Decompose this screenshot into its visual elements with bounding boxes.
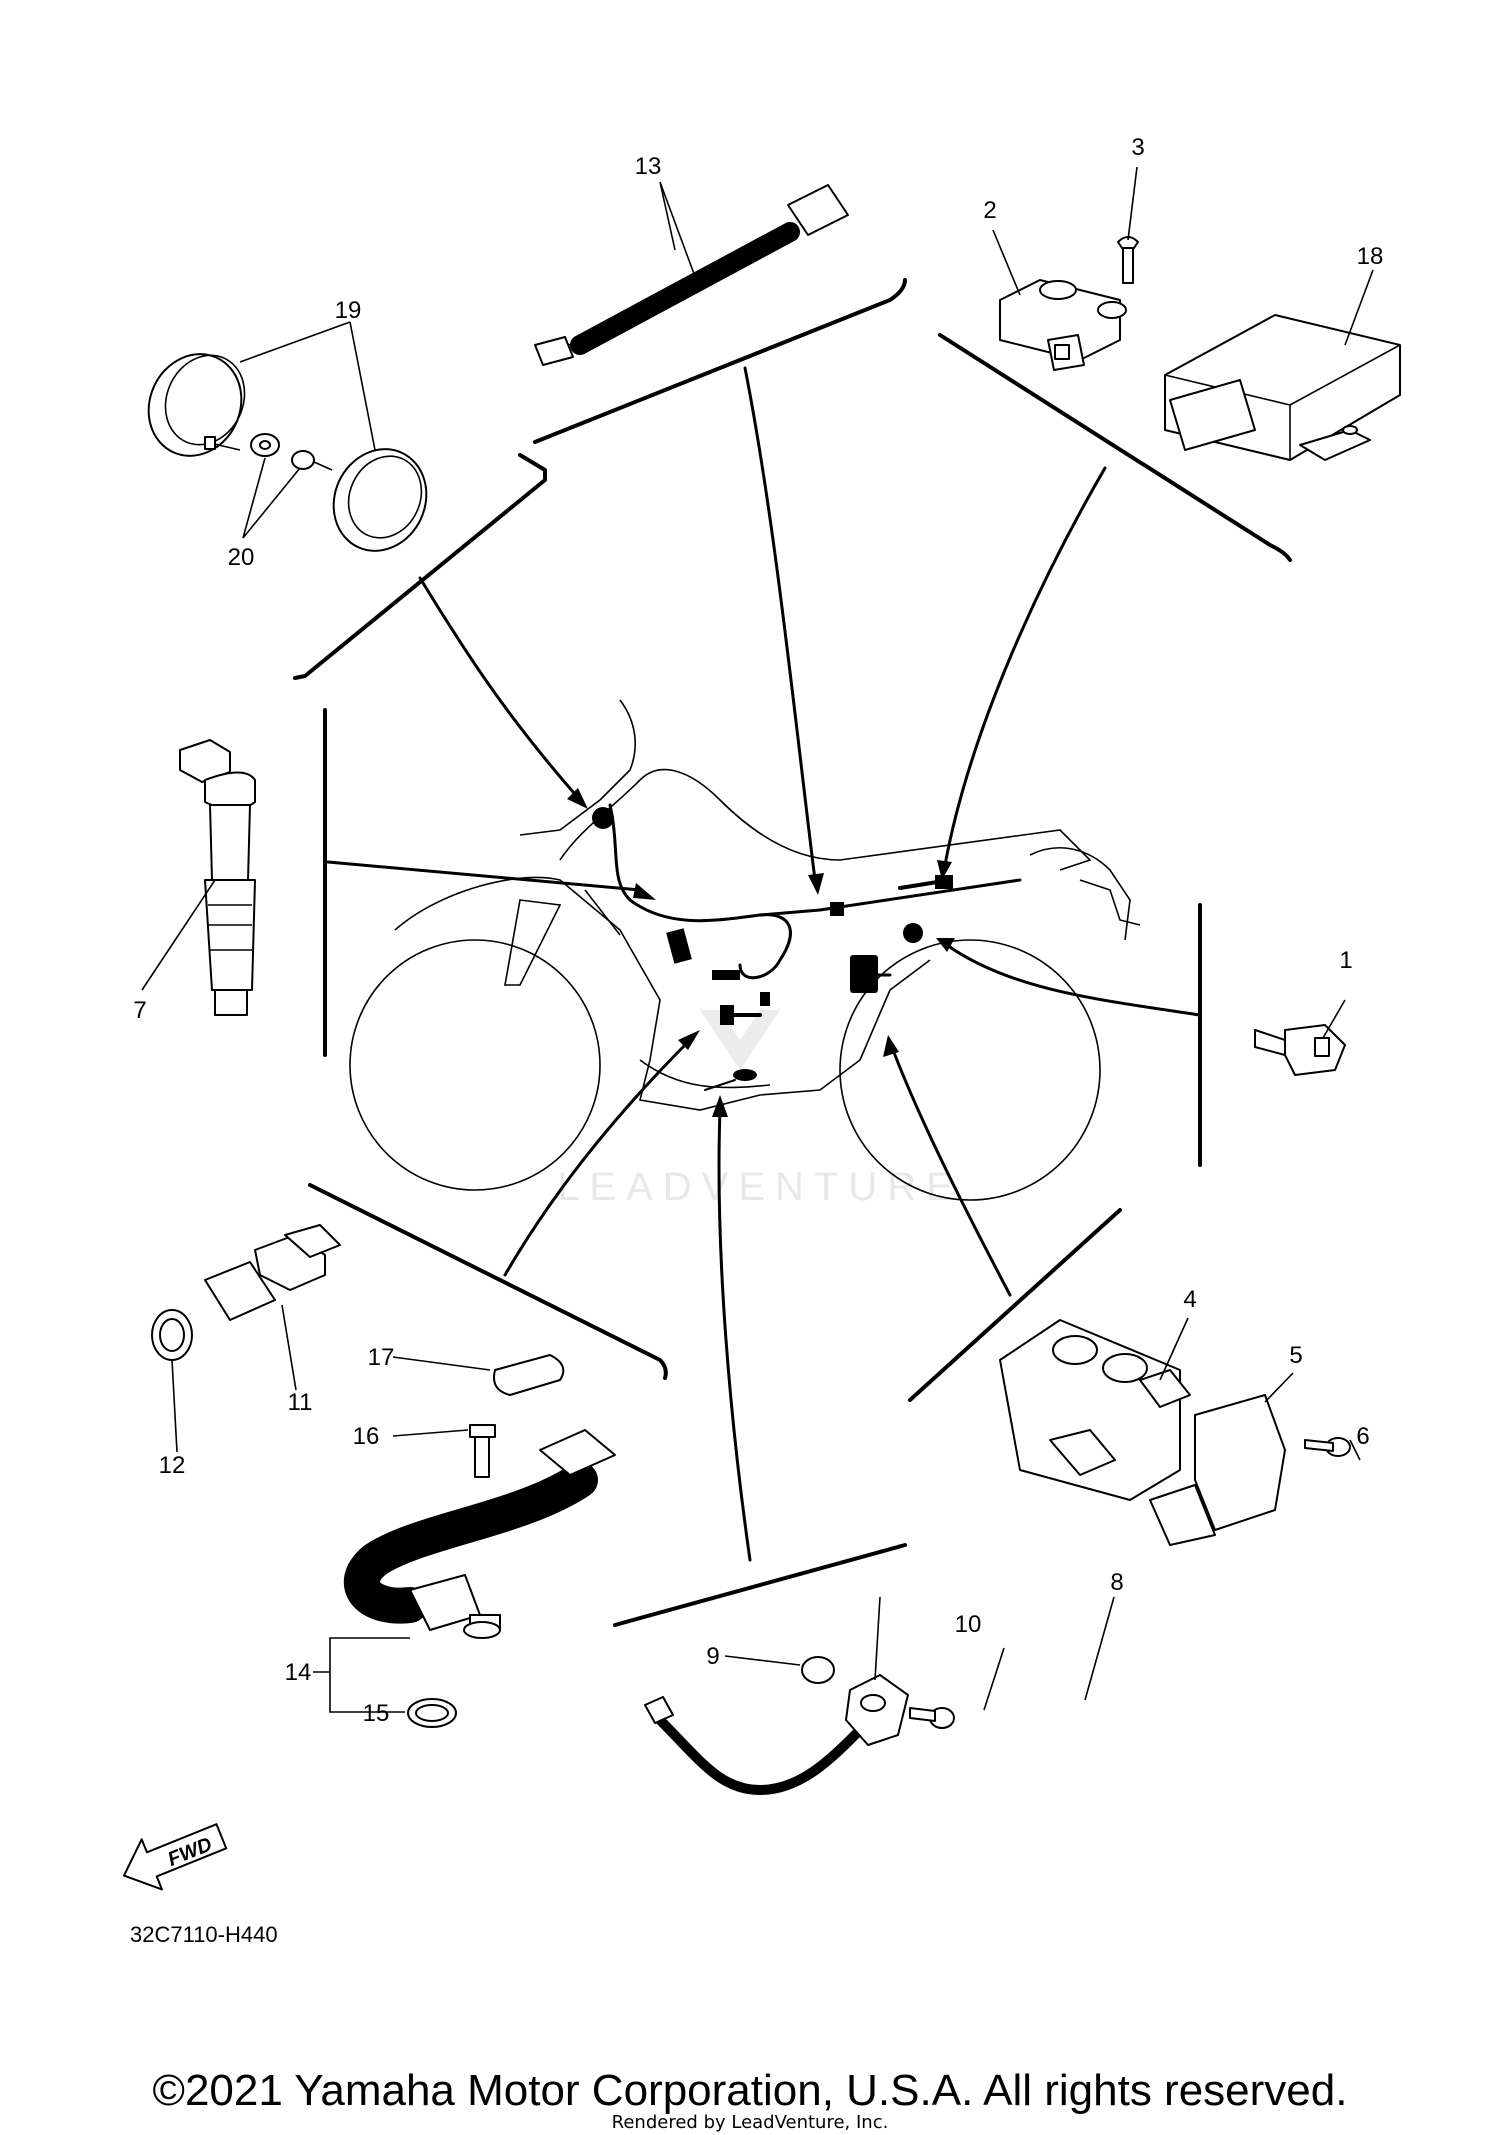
- callout-9: 9: [706, 1643, 719, 1670]
- callout-11: 11: [288, 1389, 313, 1416]
- part-14-speed-sensor: [343, 1429, 616, 1639]
- callout-numbers: 1 2 3 4 5 6 7 8 9 10 11 12 13 14 15 16 1…: [133, 134, 1383, 1727]
- callout-16: 16: [353, 1423, 380, 1450]
- diagram-code: 32C7110-H440: [130, 1922, 278, 1947]
- fwd-arrow: FWD: [123, 1823, 228, 1891]
- callout-13: 13: [635, 153, 662, 180]
- callout-1: 1: [1339, 947, 1352, 974]
- callout-bars: [293, 278, 1292, 1627]
- watermark: LEADVENTURE: [557, 1010, 963, 1209]
- part-9-o-ring: [801, 1656, 835, 1684]
- callout-2: 2: [983, 197, 996, 224]
- part-8-sensor-with-lead: [644, 1674, 909, 1795]
- part-6-screw: [1304, 1437, 1351, 1457]
- wire-harness-routing: [592, 803, 1022, 1091]
- callout-4: 4: [1183, 1286, 1196, 1313]
- callout-18: 18: [1357, 243, 1384, 270]
- callout-leaders: [141, 166, 1374, 1713]
- part-5-throttle-sensor: [1149, 1394, 1286, 1546]
- part-1-sender: [1254, 1024, 1346, 1076]
- copyright-notice: ©2021 Yamaha Motor Corporation, U.S.A. A…: [152, 2066, 1348, 2115]
- part-13-sub-lead: [534, 184, 849, 366]
- callout-12: 12: [159, 1452, 186, 1479]
- part-12-gasket: [151, 1309, 193, 1361]
- part-3-screw: [1117, 236, 1139, 284]
- part-17-clamp: [493, 1354, 565, 1396]
- leader-arrows: [326, 366, 1202, 1562]
- callout-3: 3: [1131, 134, 1144, 161]
- watermark-text: LEADVENTURE: [557, 1165, 963, 1209]
- part-16-bolt: [469, 1424, 496, 1478]
- part-10-bolt: [909, 1707, 955, 1729]
- part-2-sensor: [999, 279, 1127, 371]
- rendered-by-credit: Rendered by LeadVenture, Inc.: [611, 2112, 889, 2133]
- callout-5: 5: [1289, 1342, 1302, 1369]
- callout-10: 10: [955, 1611, 982, 1638]
- part-19-reflectors: [147, 353, 428, 552]
- part-18-ecu: [1164, 314, 1401, 461]
- callout-20: 20: [228, 544, 255, 571]
- callout-19: 19: [335, 297, 362, 324]
- part-15-o-ring: [407, 1698, 457, 1728]
- part-11-temp-sensor: [204, 1224, 341, 1321]
- callout-6: 6: [1356, 1423, 1369, 1450]
- part-20-nuts: [250, 433, 333, 471]
- callout-17: 17: [368, 1344, 395, 1371]
- callout-15: 15: [363, 1700, 390, 1727]
- part-7-ignition-coil: [179, 739, 256, 1016]
- callout-14: 14: [285, 1659, 312, 1686]
- callout-8: 8: [1110, 1569, 1123, 1596]
- callout-7: 7: [133, 997, 146, 1024]
- motorcycle-silhouette: [349, 699, 1141, 1201]
- part-4-throttle-body: [999, 1319, 1191, 1501]
